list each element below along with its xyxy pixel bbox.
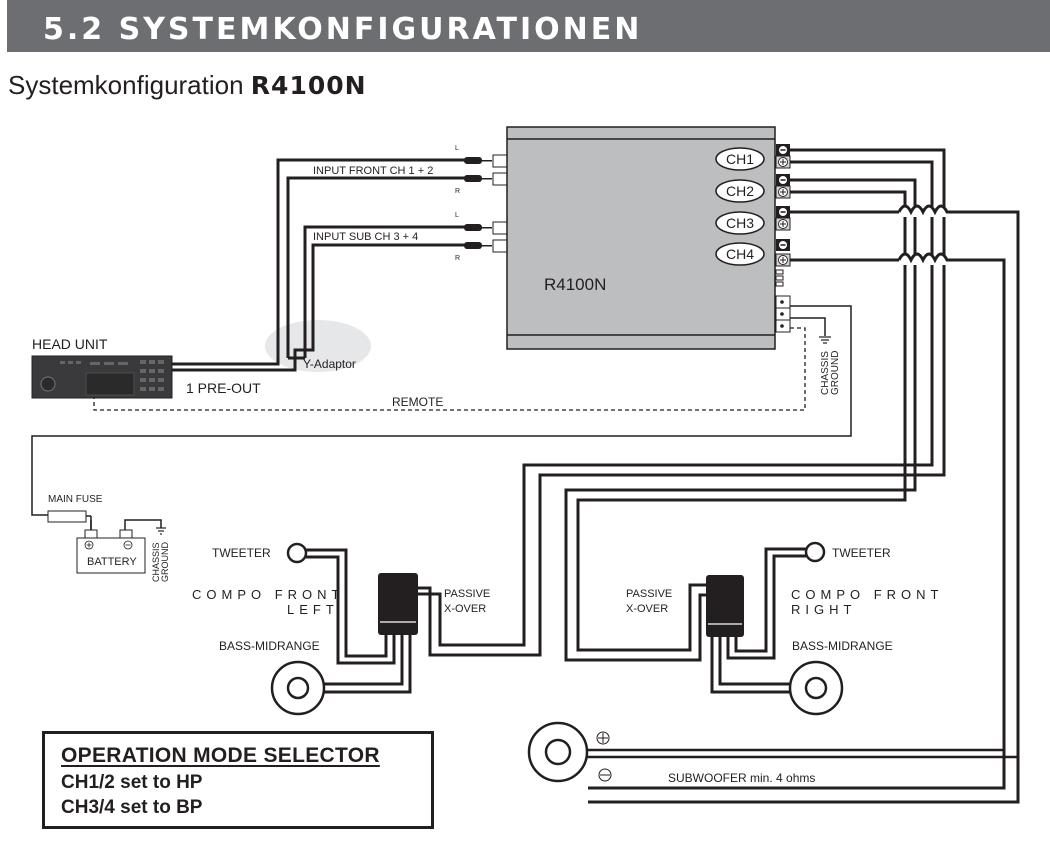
left-xover-icon <box>378 573 418 635</box>
mode-selector-line-2: CH3/4 set to BP <box>61 797 203 818</box>
y-adaptor-label: Y-Adaptor <box>303 357 356 371</box>
wire-crossing-hops <box>897 204 951 264</box>
left-woofer-icon <box>270 660 326 716</box>
input-front-l-marker: L <box>455 145 459 152</box>
main-fuse-icon <box>47 510 87 523</box>
rca-plug-sub-r <box>464 242 482 249</box>
amplifier-model-label: R4100N <box>544 275 606 294</box>
speaker-terminals <box>775 144 791 267</box>
head-unit-label: HEAD UNIT <box>32 336 108 352</box>
subtitle-prefix: Systemkonfiguration <box>8 70 244 100</box>
channel-label-2: CH2 <box>726 183 754 199</box>
mode-selector-line-1: CH1/2 set to HP <box>61 772 203 793</box>
right-group-label-2: RIGHT <box>791 602 856 617</box>
right-tweeter-icon <box>804 541 826 563</box>
channel-badge-3 <box>715 211 765 235</box>
input-sub-l-marker: L <box>455 212 459 219</box>
amp-ground-label-1: CHASSIS <box>820 351 831 395</box>
subwoofer-label: SUBWOOFER min. 4 ohms <box>668 771 815 785</box>
cable-sub-left <box>303 225 476 358</box>
left-tweeter-icon <box>286 542 308 564</box>
right-tweeter-label: TWEETER <box>832 546 891 560</box>
channel-label-3: CH3 <box>726 215 754 231</box>
head-unit-icon <box>31 355 173 399</box>
chassis-ground-icon <box>819 336 831 344</box>
right-xover-label-1: PASSIVE <box>626 588 672 600</box>
amp-ground-label-2: GROUND <box>830 351 841 395</box>
power-terminal <box>775 295 791 333</box>
input-front-r-marker: R <box>455 188 460 195</box>
input-jacks <box>492 154 508 253</box>
section-title: 5.2 SYSTEMKONFIGURATIONEN <box>43 12 643 47</box>
battery-ground-label-1: CHASSIS <box>151 542 161 582</box>
cable-front-right <box>286 176 476 358</box>
page-subtitle: Systemkonfiguration R4100N <box>8 70 367 101</box>
channel-badge-2 <box>715 179 765 203</box>
right-xover-icon <box>706 575 744 637</box>
preout-label: 1 PRE-OUT <box>186 380 261 396</box>
channel-label-1: CH1 <box>726 151 754 167</box>
cable-sub-right <box>172 243 476 372</box>
mode-selector-title: OPERATION MODE SELECTOR <box>61 744 380 767</box>
power-wire <box>31 305 852 516</box>
subwoofer-minus-icon <box>598 768 612 782</box>
remote-wire <box>93 327 806 411</box>
right-woofer-icon <box>788 660 844 716</box>
battery-icon <box>76 529 146 574</box>
input-sub-label: INPUT SUB CH 3 + 4 <box>313 231 418 243</box>
rca-plug-front-l <box>464 157 482 164</box>
left-xover-label-1: PASSIVE <box>444 588 490 600</box>
left-tweeter-label: TWEETER <box>212 546 271 560</box>
channel-badge-4 <box>715 242 765 266</box>
input-front-label: INPUT FRONT CH 1 + 2 <box>313 165 433 177</box>
ground-wire <box>790 317 826 336</box>
main-fuse-label: MAIN FUSE <box>48 494 103 505</box>
operation-mode-selector-box: OPERATION MODE SELECTOR CH1/2 set to HP … <box>42 731 434 829</box>
section-header-bar: 5.2 SYSTEMKONFIGURATIONEN <box>7 0 1050 52</box>
remote-label: REMOTE <box>392 395 443 409</box>
subwoofer-plus-icon <box>596 731 610 745</box>
input-cables <box>172 158 476 372</box>
subtitle-model: R4100N <box>250 71 367 100</box>
left-group-label-1: COMPO FRONT <box>192 587 345 602</box>
battery-ground-icon <box>156 527 166 535</box>
right-group-label-1: COMPO FRONT <box>791 587 944 602</box>
subwoofer-icon <box>527 721 589 783</box>
left-group-label-2: LEFT <box>287 602 339 617</box>
right-woofer-label: BASS-MIDRANGE <box>792 639 893 653</box>
right-xover-label-2: X-OVER <box>626 603 668 615</box>
battery-ground-label-2: GROUND <box>160 542 170 582</box>
battery-label: BATTERY <box>87 556 137 568</box>
cable-front-left <box>172 158 476 366</box>
amp-indicator-slots <box>775 269 784 287</box>
left-woofer-label: BASS-MIDRANGE <box>219 639 320 653</box>
battery-ground-wire <box>124 519 162 532</box>
channel-label-4: CH4 <box>726 246 754 262</box>
input-sub-r-marker: R <box>455 255 460 262</box>
rca-plug-sub-l <box>464 224 482 231</box>
rca-plug-front-r <box>464 175 482 182</box>
channel-badge-1 <box>715 147 765 171</box>
left-xover-label-2: X-OVER <box>444 603 486 615</box>
rca-plugs <box>464 157 492 249</box>
